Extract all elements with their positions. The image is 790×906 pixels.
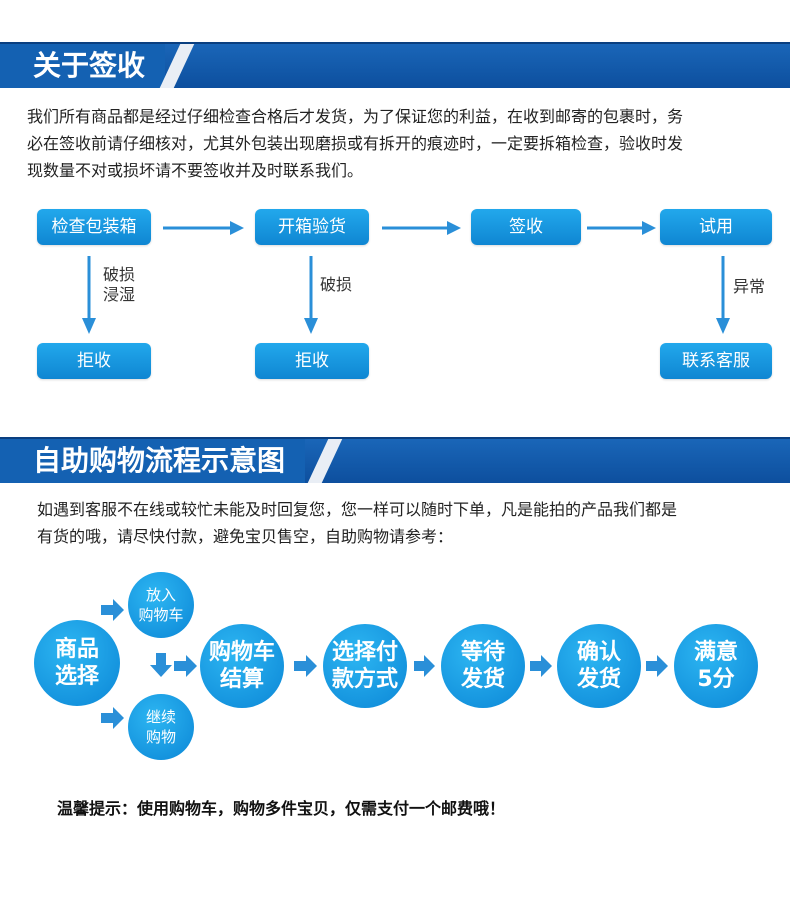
arrow-right-icon	[163, 221, 244, 235]
flow-confirm-shipping: 确认 发货	[557, 624, 641, 708]
paragraph-line: 有货的哦，请尽快付款，避免宝贝售空，自助购物请参考：	[37, 527, 454, 546]
flow-continue-shopping: 继续 购物	[128, 694, 194, 760]
arrow-down-icon	[716, 256, 730, 334]
step-sign: 签收	[471, 209, 581, 245]
shopping-tip: 温馨提示：使用购物车，购物多件宝贝，仅需支付一个邮费哦！	[57, 799, 506, 818]
arrow-right-icon	[294, 655, 317, 677]
paragraph-line: 我们所有商品都是经过仔细检查合格后才发货，为了保证您的利益，在收到邮寄的包裹时，…	[27, 107, 684, 126]
flow-add-to-cart: 放入 购物车	[128, 572, 194, 638]
arrow-right-icon	[530, 655, 552, 677]
flow-select-product: 商品 选择	[34, 620, 120, 706]
paragraph-line: 如遇到客服不在线或较忙未能及时回复您，您一样可以随时下单，凡是能拍的产品我们都是	[37, 500, 678, 519]
section1-banner: 关于签收	[0, 42, 790, 88]
outcome-contact-service: 联系客服	[660, 343, 772, 379]
branch-label-unbox: 破损	[320, 275, 353, 294]
outcome-reject-2: 拒收	[255, 343, 369, 379]
arrow-right-icon	[101, 707, 124, 729]
flow-satisfied-rating: 满意 5分	[674, 624, 758, 708]
arrow-right-icon	[414, 655, 435, 677]
flow-cart-checkout: 购物车 结算	[200, 624, 284, 708]
step-trial: 试用	[660, 209, 772, 245]
arrow-right-icon	[382, 221, 461, 235]
paragraph-line: 必在签收前请仔细核对，尤其外包装出现磨损或有拆开的痕迹时，一定要拆箱检查，验收时…	[27, 134, 684, 153]
flow-await-shipping: 等待 发货	[441, 624, 525, 708]
arrow-right-icon	[646, 655, 668, 677]
arrow-right-icon	[101, 599, 124, 621]
section1-title: 关于签收	[0, 44, 166, 88]
branch-label-trial: 异常	[733, 277, 766, 296]
section2-title: 自助购物流程示意图	[0, 439, 306, 483]
arrow-right-icon	[174, 655, 197, 677]
arrow-down-icon	[304, 256, 318, 334]
section2-paragraph: 如遇到客服不在线或较忙未能及时回复您，您一样可以随时下单，凡是能拍的产品我们都是…	[37, 496, 777, 550]
step-unbox-inspect: 开箱验货	[255, 209, 369, 245]
outcome-reject-1: 拒收	[37, 343, 151, 379]
flow-payment-method: 选择付 款方式	[323, 624, 407, 708]
arrow-down-icon	[82, 256, 96, 334]
section2-banner: 自助购物流程示意图	[0, 437, 790, 483]
arrow-right-icon	[587, 221, 656, 235]
branch-label-check-box: 破损 浸湿	[103, 265, 136, 304]
section1-paragraph: 我们所有商品都是经过仔细检查合格后才发货，为了保证您的利益，在收到邮寄的包裹时，…	[27, 103, 772, 184]
arrow-down-icon	[150, 653, 172, 677]
step-check-box: 检查包装箱	[37, 209, 151, 245]
paragraph-line: 现数量不对或损坏请不要签收并及时联系我们。	[27, 161, 364, 180]
